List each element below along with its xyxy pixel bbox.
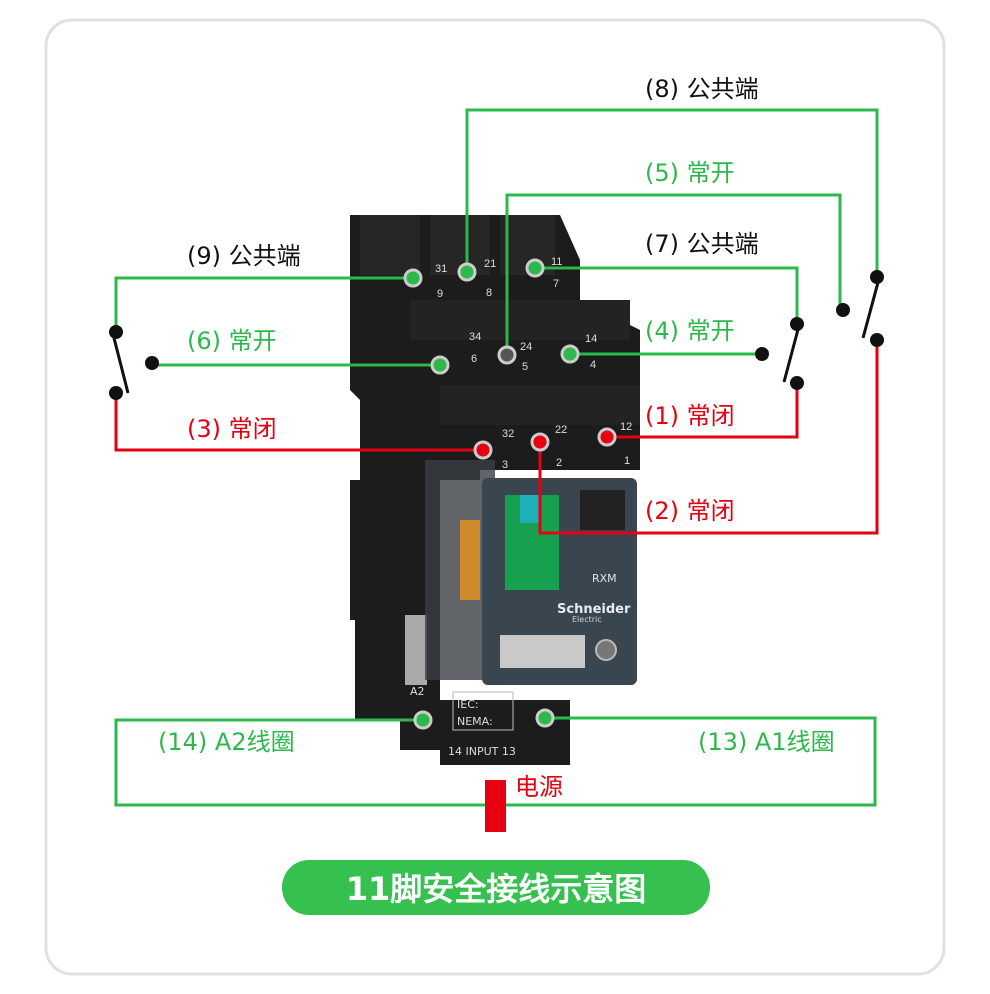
svg-text:6: 6 xyxy=(471,353,477,365)
wire-5 xyxy=(505,193,842,355)
input-mark: 14 INPUT 13 xyxy=(448,745,516,758)
label-power: 电源 xyxy=(515,773,563,801)
label-coil-a2: (14) A2线圈 xyxy=(158,728,295,756)
svg-text:2: 2 xyxy=(556,457,562,469)
svg-text:8: 8 xyxy=(486,287,492,299)
svg-text:32: 32 xyxy=(502,428,514,440)
svg-text:12: 12 xyxy=(620,421,632,433)
wire-3 xyxy=(114,393,483,452)
brand-logo: Schneider xyxy=(557,602,631,617)
wire-9 xyxy=(114,276,413,332)
label-coil-a1: (13) A1线圈 xyxy=(698,728,835,756)
title-pill xyxy=(282,860,710,915)
wire-a1 xyxy=(503,716,877,807)
wire-8 xyxy=(465,108,879,277)
label-terminal-9: (9) 公共端 xyxy=(187,242,301,270)
iec-mark: IEC: xyxy=(457,698,479,711)
wires xyxy=(111,108,882,807)
nema-mark: NEMA: xyxy=(457,715,493,728)
svg-text:21: 21 xyxy=(484,258,496,270)
terminal-numbers: 31 9 21 8 11 7 34 6 24 5 14 4 32 3 22 2 … xyxy=(435,256,632,471)
svg-text:1: 1 xyxy=(624,455,630,467)
svg-text:7: 7 xyxy=(553,278,559,290)
diagram-title: 11脚安全接线示意图 xyxy=(346,870,647,908)
model-label: RXM xyxy=(592,572,617,585)
switch-contacts xyxy=(109,270,884,400)
wire-2 xyxy=(538,340,879,535)
wire-7 xyxy=(535,266,799,324)
label-terminal-1: (1) 常闭 xyxy=(645,402,735,430)
wire-a2 xyxy=(114,718,487,807)
label-terminal-7: (7) 公共端 xyxy=(645,230,759,258)
svg-text:34: 34 xyxy=(469,331,481,343)
power-source-icon xyxy=(485,780,506,832)
brand-sub: Electric xyxy=(572,615,602,624)
svg-text:4: 4 xyxy=(590,359,596,371)
svg-text:5: 5 xyxy=(522,361,528,373)
svg-text:3: 3 xyxy=(502,459,508,471)
label-terminal-5: (5) 常开 xyxy=(645,159,735,187)
svg-text:24: 24 xyxy=(520,341,532,353)
svg-text:31: 31 xyxy=(435,263,447,275)
label-terminal-2: (2) 常闭 xyxy=(645,497,735,525)
svg-text:9: 9 xyxy=(437,288,443,300)
terminal-screws xyxy=(403,258,617,730)
relay-module: RXM Schneider Electric A2 IEC: NEMA: 14 … xyxy=(410,460,637,758)
svg-text:22: 22 xyxy=(555,424,567,436)
label-terminal-3: (3) 常闭 xyxy=(187,415,277,443)
wire-1 xyxy=(607,383,799,439)
svg-text:14: 14 xyxy=(585,333,597,345)
a2-mark: A2 xyxy=(410,685,425,698)
label-terminal-4: (4) 常开 xyxy=(645,317,735,345)
svg-text:11: 11 xyxy=(551,256,562,268)
label-terminal-6: (6) 常开 xyxy=(187,327,277,355)
label-terminal-8: (8) 公共端 xyxy=(645,75,759,103)
